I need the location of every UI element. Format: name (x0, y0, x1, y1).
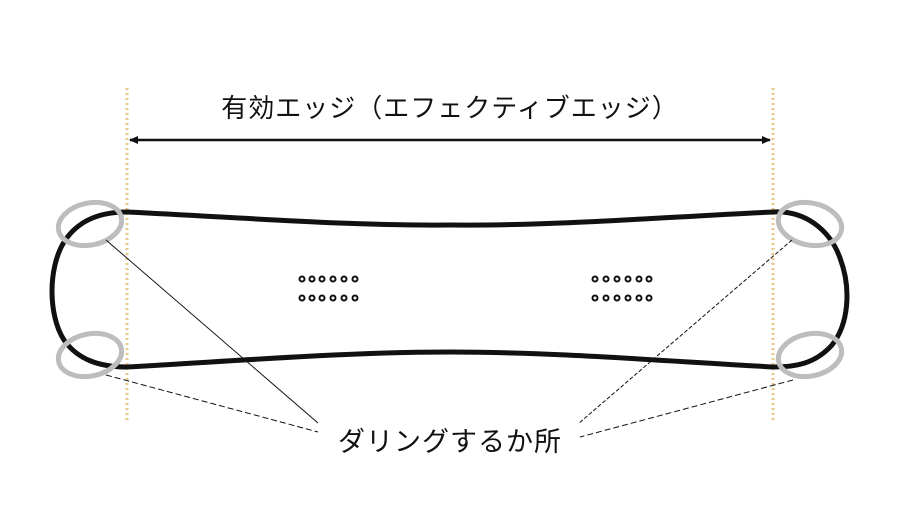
dulling-circle-tail-bottom (775, 330, 845, 380)
dulling-circle-tail-top (775, 199, 845, 249)
leader-line-nose-top (105, 239, 319, 424)
rear-binding-inserts (591, 275, 653, 302)
effective-edge-title: 有効エッジ（エフェクティブエッジ） (221, 94, 679, 124)
leader-line-tail-top (577, 239, 793, 425)
front-binding-inserts (298, 275, 359, 302)
dulling-circle-nose-bottom (55, 330, 125, 380)
dulling-points-label: ダリングするか所 (338, 427, 562, 458)
leader-line-tail-bottom (579, 379, 794, 438)
dulling-circle-nose-top (55, 199, 125, 249)
snowboard-outline (49, 209, 850, 370)
leader-line-nose-bottom (105, 374, 319, 433)
